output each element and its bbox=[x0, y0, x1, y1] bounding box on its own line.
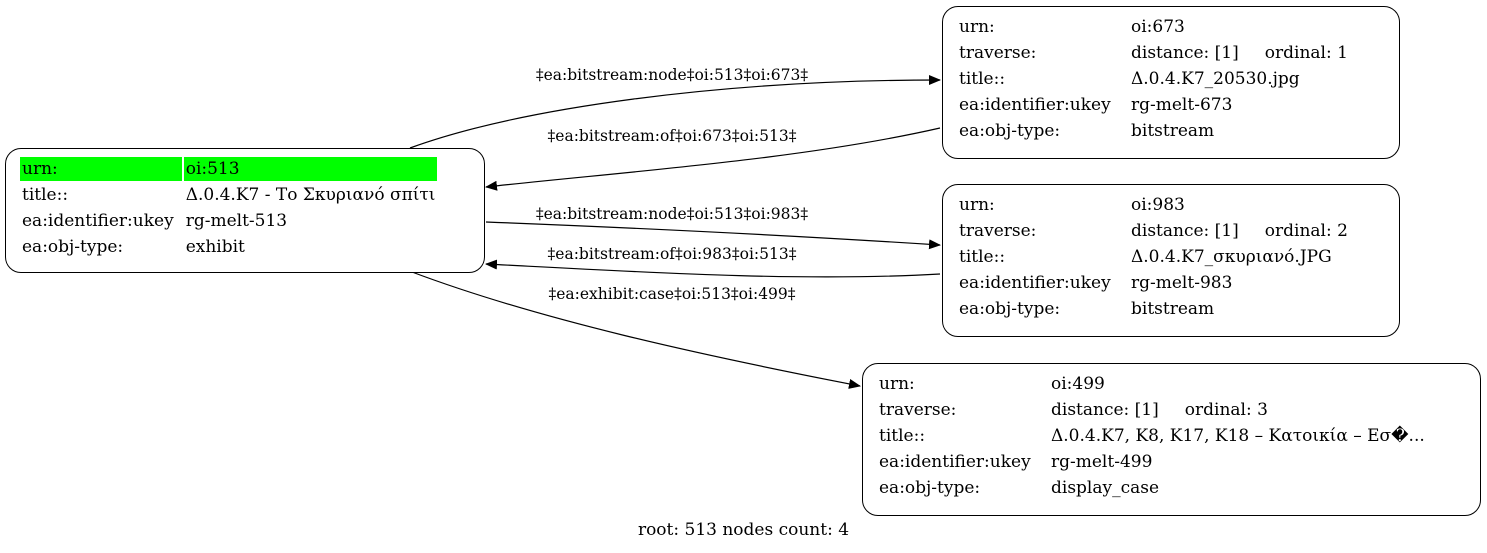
traverse-ordinal: ordinal: 2 bbox=[1264, 221, 1348, 241]
edge-label-673-513: ‡ea:bitstream:of‡oi:673‡oi:513‡ bbox=[548, 127, 797, 145]
traverse-distance: distance: [1] bbox=[1051, 400, 1159, 420]
traverse-ordinal: ordinal: 3 bbox=[1184, 400, 1268, 420]
node-row-title: title:: Δ.0.4.Κ7 - Το Σκυριανό σπίτι bbox=[20, 183, 437, 207]
node-row-ukey: ea:identifier:ukey rg-melt-983 bbox=[957, 271, 1350, 295]
graph-footer: root: 513 nodes count: 4 bbox=[637, 520, 850, 540]
node-value: bitstream bbox=[1131, 299, 1215, 319]
node-row-ukey: ea:identifier:ukey rg-melt-499 bbox=[877, 450, 1427, 474]
edge-label-513-673: ‡ea:bitstream:node‡oi:513‡oi:673‡ bbox=[536, 66, 809, 84]
node-table: urn: oi:983 traverse: distance: [1] ordin… bbox=[955, 191, 1352, 323]
node-row-ukey: ea:identifier:ukey rg-melt-673 bbox=[957, 93, 1350, 117]
node-key: ea:identifier:ukey bbox=[879, 452, 1031, 472]
node-value: exhibit bbox=[185, 237, 245, 257]
node-row-urn: urn: oi:499 bbox=[877, 372, 1427, 396]
node-oi-983[interactable]: urn: oi:983 traverse: distance: [1] ordin… bbox=[942, 184, 1400, 337]
node-value: display_case bbox=[1051, 478, 1160, 498]
node-value: distance: [1] ordinal: 3 bbox=[1049, 398, 1427, 422]
node-value: rg-melt-983 bbox=[1131, 273, 1233, 293]
node-key: urn: bbox=[20, 157, 182, 181]
node-key: ea:obj-type: bbox=[879, 478, 981, 498]
node-key: ea:obj-type: bbox=[22, 237, 124, 257]
node-key: title:: bbox=[22, 185, 69, 205]
node-row-traverse: traverse: distance: [1] ordinal: 3 bbox=[877, 398, 1427, 422]
node-row-urn: urn: oi:673 bbox=[957, 15, 1350, 39]
node-key: traverse: bbox=[879, 400, 957, 420]
node-row-type: ea:obj-type: bitstream bbox=[957, 119, 1350, 143]
node-key: ea:obj-type: bbox=[959, 299, 1061, 319]
node-oi-499[interactable]: urn: oi:499 traverse: distance: [1] ordin… bbox=[862, 363, 1481, 516]
node-row-type: ea:obj-type: exhibit bbox=[20, 235, 437, 259]
node-row-type: ea:obj-type: display_case bbox=[877, 476, 1427, 500]
traverse-ordinal: ordinal: 1 bbox=[1264, 43, 1348, 63]
edge-983-513 bbox=[485, 259, 941, 278]
node-row-traverse: traverse: distance: [1] ordinal: 2 bbox=[957, 219, 1350, 243]
node-root-table: urn: oi:513 title:: Δ.0.4.Κ7 - Το Σκυρια… bbox=[18, 155, 439, 261]
node-table: urn: oi:499 traverse: distance: [1] ordin… bbox=[875, 370, 1429, 502]
node-row-urn: urn: oi:983 bbox=[957, 193, 1350, 217]
node-value: distance: [1] ordinal: 2 bbox=[1129, 219, 1350, 243]
node-row-title: title:: Δ.0.4.Κ7_σκυριανό.JPG bbox=[957, 245, 1350, 269]
node-row-ukey: ea:identifier:ukey rg-melt-513 bbox=[20, 209, 437, 233]
node-value: oi:983 bbox=[1131, 195, 1185, 215]
node-row-urn: urn: oi:513 bbox=[20, 157, 438, 181]
node-table: urn: oi:673 traverse: distance: [1] ordin… bbox=[955, 13, 1352, 145]
node-value: oi:513 bbox=[183, 157, 438, 181]
traverse-distance: distance: [1] bbox=[1131, 221, 1239, 241]
edge-513-673 bbox=[409, 75, 941, 149]
node-key: ea:identifier:ukey bbox=[959, 273, 1111, 293]
node-key: traverse: bbox=[959, 43, 1037, 63]
node-value: rg-melt-513 bbox=[185, 211, 288, 231]
edge-label-983-513: ‡ea:bitstream:of‡oi:983‡oi:513‡ bbox=[548, 245, 797, 263]
node-value: rg-melt-673 bbox=[1131, 95, 1233, 115]
node-key: title:: bbox=[879, 426, 926, 446]
node-key: ea:identifier:ukey bbox=[959, 95, 1111, 115]
node-key: urn: bbox=[959, 17, 995, 37]
node-value: bitstream bbox=[1131, 121, 1215, 141]
node-value: Δ.0.4.Κ7, Κ8, Κ17, Κ18 – Κατοικία – Εσ�.… bbox=[1051, 426, 1425, 446]
node-value: Δ.0.4.Κ7_σκυριανό.JPG bbox=[1131, 247, 1332, 267]
edge-513-499 bbox=[411, 271, 861, 389]
node-value: oi:673 bbox=[1131, 17, 1185, 37]
node-value: rg-melt-499 bbox=[1051, 452, 1153, 472]
node-value: Δ.0.4.Κ7 - Το Σκυριανό σπίτι bbox=[185, 185, 436, 205]
node-row-title: title:: Δ.0.4.Κ7, Κ8, Κ17, Κ18 – Κατοικί… bbox=[877, 424, 1427, 448]
node-key: ea:obj-type: bbox=[959, 121, 1061, 141]
traverse-distance: distance: [1] bbox=[1131, 43, 1239, 63]
node-value: Δ.0.4.Κ7_20530.jpg bbox=[1131, 69, 1300, 89]
node-row-type: ea:obj-type: bitstream bbox=[957, 297, 1350, 321]
node-key: title:: bbox=[959, 247, 1006, 267]
edge-label-513-499: ‡ea:exhibit:case‡oi:513‡oi:499‡ bbox=[548, 285, 795, 303]
node-key: urn: bbox=[959, 195, 995, 215]
node-key: traverse: bbox=[959, 221, 1037, 241]
node-row-title: title:: Δ.0.4.Κ7_20530.jpg bbox=[957, 67, 1350, 91]
node-key: urn: bbox=[879, 374, 915, 394]
node-key: ea:identifier:ukey bbox=[22, 211, 174, 231]
node-oi-673[interactable]: urn: oi:673 traverse: distance: [1] ordin… bbox=[942, 6, 1400, 159]
node-key: title:: bbox=[959, 69, 1006, 89]
edge-label-513-983: ‡ea:bitstream:node‡oi:513‡oi:983‡ bbox=[536, 205, 809, 223]
node-value: oi:499 bbox=[1051, 374, 1105, 394]
node-value: distance: [1] ordinal: 1 bbox=[1129, 41, 1350, 65]
node-row-traverse: traverse: distance: [1] ordinal: 1 bbox=[957, 41, 1350, 65]
node-root-oi-513[interactable]: urn: oi:513 title:: Δ.0.4.Κ7 - Το Σκυρια… bbox=[5, 148, 485, 273]
edge-513-983 bbox=[485, 221, 941, 250]
edge-673-513 bbox=[485, 127, 941, 191]
